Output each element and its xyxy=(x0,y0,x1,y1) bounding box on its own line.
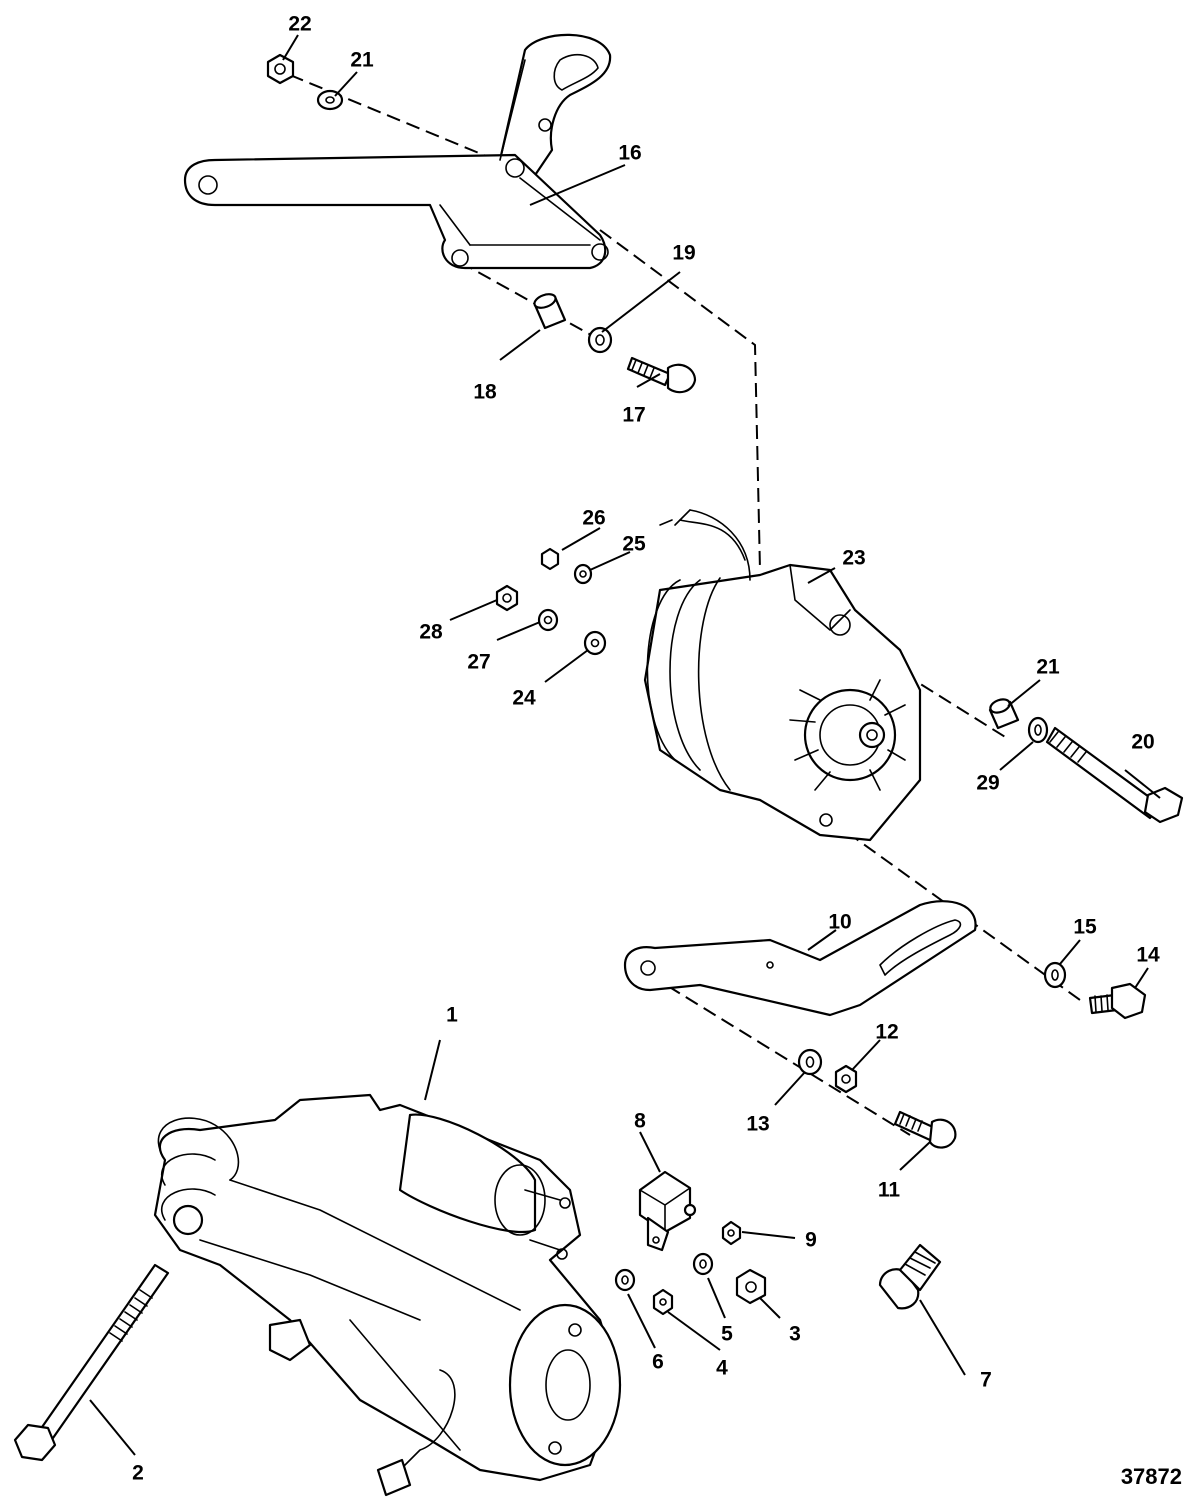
callout-7: 7 xyxy=(980,1368,992,1392)
washer-15 xyxy=(1043,961,1067,989)
adjusting-brace xyxy=(623,900,977,1017)
callout-26: 25 xyxy=(622,532,646,556)
callout-29: 28 xyxy=(419,620,443,644)
washer-13 xyxy=(797,1048,823,1076)
bolt-11 xyxy=(893,1110,957,1149)
callout-10: 10 xyxy=(828,910,852,934)
callout-27: 26 xyxy=(582,506,606,530)
lockwasher-19 xyxy=(587,326,613,354)
callout-6: 6 xyxy=(652,1350,664,1374)
bolt-17 xyxy=(626,356,697,394)
callout-21-top: 21 xyxy=(350,48,374,72)
callout-4: 4 xyxy=(716,1356,728,1380)
bolt-2 xyxy=(13,1263,170,1462)
callout-21-right: 29 xyxy=(976,771,1000,795)
part-7 xyxy=(878,1243,942,1310)
callout-20: 20 xyxy=(1131,730,1155,754)
alternator xyxy=(643,509,922,842)
washer-21-right xyxy=(1027,716,1049,744)
starter-motor xyxy=(153,1093,622,1497)
part-8 xyxy=(638,1170,697,1252)
callout-11: 11 xyxy=(877,1178,901,1202)
callout-17: 17 xyxy=(622,403,646,427)
spacer-18 xyxy=(533,293,567,330)
callout-22: 21 xyxy=(1036,655,1060,679)
leader-lines xyxy=(89,34,1161,1456)
nut-23 xyxy=(266,53,295,85)
callout-8: 8 xyxy=(634,1109,646,1133)
callout-24: 23 xyxy=(842,546,866,570)
small-hardware-lower xyxy=(614,1220,767,1316)
callout-16: 16 xyxy=(618,141,642,165)
callout-15: 15 xyxy=(1073,915,1097,939)
bolt-20 xyxy=(1045,726,1184,824)
small-nuts xyxy=(495,547,607,656)
callout-9: 9 xyxy=(805,1228,817,1252)
callout-2: 2 xyxy=(132,1461,144,1485)
callout-3: 3 xyxy=(789,1322,801,1346)
callout-25: 24 xyxy=(512,686,536,710)
callout-13: 13 xyxy=(746,1112,770,1136)
callout-23: 22 xyxy=(288,12,312,36)
nut-12 xyxy=(834,1064,858,1094)
figure-number: 37872 xyxy=(1120,1464,1182,1489)
screw-14 xyxy=(1088,982,1147,1020)
callout-14: 14 xyxy=(1136,943,1160,967)
spacer-22 xyxy=(988,698,1020,730)
callout-28: 27 xyxy=(467,650,491,674)
upper-bracket xyxy=(183,33,612,270)
callout-18: 18 xyxy=(473,380,497,404)
callout-12: 12 xyxy=(875,1020,899,1044)
callout-5: 5 xyxy=(721,1322,733,1346)
callout-1: 1 xyxy=(446,1003,458,1027)
callout-19: 19 xyxy=(672,241,696,265)
